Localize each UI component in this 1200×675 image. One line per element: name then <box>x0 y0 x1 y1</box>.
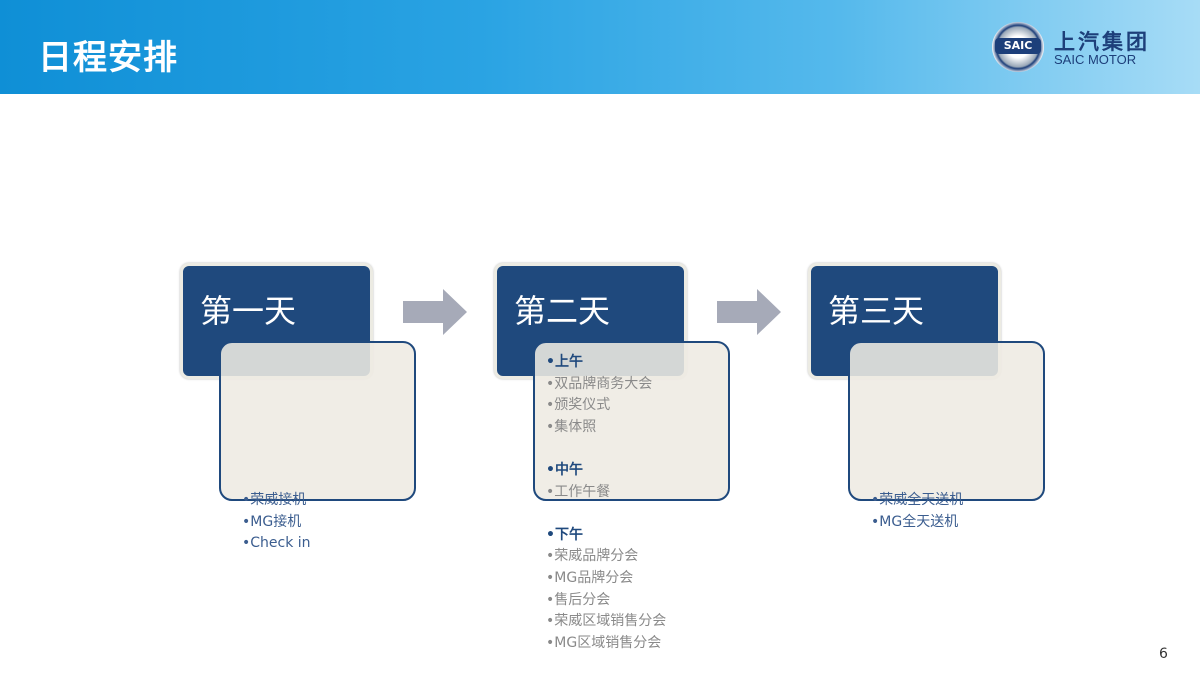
logo-badge: SAIC <box>995 38 1041 54</box>
list-item: •荣威区域销售分会 <box>546 613 667 630</box>
list-item: •集体照 <box>546 418 597 435</box>
arrow-right-icon <box>403 289 467 335</box>
saic-logo: SAIC 上汽集团 SAIC MOTOR <box>992 20 1162 74</box>
logo-cn: 上汽集团 <box>1054 30 1150 54</box>
logo-en: SAIC MOTOR <box>1054 52 1137 67</box>
header-banner: 日程安排 SAIC 上汽集团 SAIC MOTOR <box>0 0 1200 94</box>
list-item: •MG全天送机 <box>871 513 959 530</box>
list-item: •荣威接机 <box>242 492 307 508</box>
day-2-list: •上午 •双品牌商务大会 •颁奖仪式 •集体照 •中午 •工作午餐 •下午 •荣… <box>546 352 666 654</box>
page-number: 6 <box>1159 646 1168 662</box>
day-3-list: •荣威全天送机 •MG全天送机 <box>871 490 963 533</box>
day-1-card <box>219 341 416 501</box>
list-item: •MG接机 <box>242 513 302 530</box>
list-item: •颁奖仪式 <box>546 397 611 414</box>
list-item: •MG区域销售分会 <box>546 634 662 651</box>
list-item: •荣威品牌分会 <box>546 548 639 565</box>
list-item: •荣威全天送机 <box>871 492 964 508</box>
day-2-label: 第二天 <box>514 292 611 330</box>
list-item: •MG品牌分会 <box>546 569 634 586</box>
list-item: •双品牌商务大会 <box>546 375 653 392</box>
day-1-list: •荣威接机 •MG接机 •Check in <box>242 490 311 555</box>
list-item: •工作午餐 <box>546 483 611 500</box>
section-heading: •下午 <box>546 526 583 543</box>
list-item: •售后分会 <box>546 591 611 608</box>
section-heading: •中午 <box>546 461 583 478</box>
day-2-card <box>533 341 730 501</box>
arrow-right-icon <box>717 289 781 335</box>
section-heading: •上午 <box>546 354 583 370</box>
day-3-card <box>848 341 1045 501</box>
day-3-label: 第三天 <box>828 292 925 330</box>
page-title: 日程安排 <box>38 38 178 78</box>
day-1-label: 第一天 <box>200 292 297 330</box>
list-item: •Check in <box>242 535 311 552</box>
